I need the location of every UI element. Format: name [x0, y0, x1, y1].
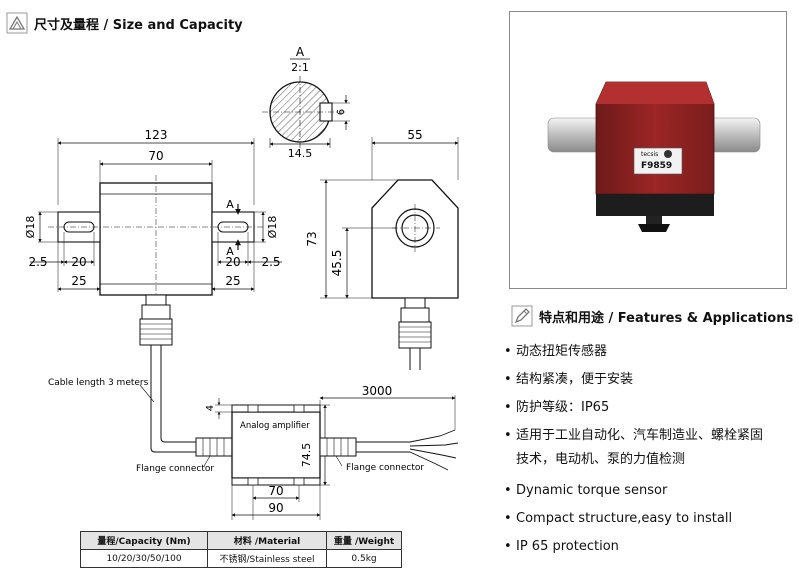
cut-marker-bottom: A — [226, 245, 234, 258]
shaft-end-left: 2.5 — [28, 255, 47, 269]
flange-connector-right: Flange connector — [346, 463, 424, 473]
shaft-length-left: 25 — [71, 274, 86, 288]
front-view: 123 70 Ø18 Ø18 A A 2.5 — [24, 128, 282, 360]
cut-marker-top: A — [226, 198, 234, 211]
feature-item: 动态扭矩传感器 — [502, 344, 792, 359]
section-diameter-dim: 14.5 — [288, 147, 313, 160]
amp-height-dim: 74.5 — [300, 443, 313, 468]
feature-item-continuation: 技术，电动机、泵的力值检测 — [516, 452, 686, 467]
material-value: 不锈钢/Stainless steel — [207, 549, 327, 568]
section-detail: A 2:1 6 14.5 — [262, 45, 350, 160]
size-capacity-header: 尺寸及量程 / Size and Capacity — [6, 12, 243, 34]
body-length-dim: 70 — [148, 149, 163, 163]
overall-length-dim: 123 — [145, 128, 168, 142]
key-length-right: 20 — [225, 255, 240, 269]
features-header: 特点和用途 / Features & Applications — [511, 305, 793, 327]
feature-item: 适用于工业自动化、汽车制造业、螺栓紧固 — [502, 428, 792, 443]
shaft-end-right: 2.5 — [261, 255, 280, 269]
cable-length-note: Cable length 3 meters — [48, 378, 149, 388]
section-letter: A — [296, 45, 305, 59]
key-length-left: 20 — [71, 255, 86, 269]
side-view: 55 73 45.5 — [305, 128, 459, 370]
feature-item: Compact structure,easy to install — [502, 511, 792, 526]
photo-brand: tecsis — [641, 151, 658, 158]
spec-table: 量程/Capacity (Nm) 材料 /Material 重量 /Weight… — [80, 531, 402, 568]
cable-length-dim: 3000 — [362, 384, 393, 398]
side-width-dim: 55 — [407, 128, 422, 142]
side-height-dim: 73 — [305, 231, 319, 246]
amplifier-label: Analog amplifier — [240, 421, 310, 431]
weight-header: 重量 /Weight — [326, 531, 402, 550]
spec-table-header-row: 量程/Capacity (Nm) 材料 /Material 重量 /Weight — [80, 531, 402, 550]
feature-item: IP 65 protection — [502, 539, 792, 554]
amp-hole-spacing-dim: 70 — [268, 484, 283, 498]
shaft-diameter-right: Ø18 — [266, 216, 279, 239]
shaft-length-right: 25 — [225, 274, 240, 288]
size-capacity-title: 尺寸及量程 / Size and Capacity — [34, 17, 243, 33]
features-title: 特点和用途 / Features & Applications — [539, 310, 794, 326]
pencil-icon — [511, 305, 533, 327]
shaft-diameter-left: Ø18 — [24, 216, 37, 239]
amplifier-assembly: Cable length 3 meters Flange connector A… — [48, 360, 459, 520]
section-scale: 2:1 — [291, 61, 309, 74]
material-header: 材料 /Material — [207, 531, 327, 550]
ruler-pencil-icon — [6, 12, 28, 34]
axis-height-dim: 45.5 — [330, 250, 344, 277]
key-width-dim: 6 — [336, 109, 347, 115]
feature-item: 防护等级：IP65 — [502, 400, 792, 415]
technical-drawing: A 2:1 6 14.5 123 70 Ø18 — [24, 45, 459, 520]
flange-connector-left: Flange connector — [136, 464, 214, 474]
amp-thickness-dim: 4 — [205, 405, 216, 411]
capacity-value: 10/20/30/50/100 — [80, 549, 208, 568]
spec-table-row: 10/20/30/50/100 不锈钢/Stainless steel 0.5k… — [80, 549, 402, 568]
capacity-header: 量程/Capacity (Nm) — [80, 531, 208, 550]
features-list: 动态扭矩传感器 结构紧凑，便于安装 防护等级：IP65 适用于工业自动化、汽车制… — [502, 344, 792, 567]
product-photo: tecsis F9859 — [509, 11, 787, 289]
feature-item: Dynamic torque sensor — [502, 483, 792, 498]
weight-value: 0.5kg — [326, 549, 402, 568]
amp-width-dim: 90 — [268, 501, 283, 515]
photo-model: F9859 — [641, 161, 672, 171]
feature-item: 结构紧凑，便于安装 — [502, 372, 792, 387]
